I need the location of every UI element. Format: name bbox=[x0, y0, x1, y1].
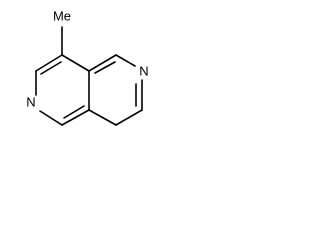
chemical-structure-diagram: Me N N bbox=[26, 8, 149, 126]
ring-bond-c7-c8 bbox=[115, 109, 143, 126]
ring-bond-c1-c8a-inner bbox=[63, 105, 85, 119]
nitrogen-label-left: N bbox=[26, 94, 35, 109]
ring-bond-c4-c4a bbox=[61, 54, 90, 72]
ring-bond-c4-c3-inner bbox=[40, 61, 62, 75]
ring-bond-c1-c8a bbox=[61, 109, 90, 126]
ring-bond-n2-c1 bbox=[39, 110, 63, 126]
ring-bond-c8-c8a bbox=[88, 109, 117, 126]
methyl-label: Me bbox=[53, 8, 71, 23]
ring-bond-c4a-c5-inner bbox=[94, 61, 116, 74]
ring-bond-c4a-c5 bbox=[88, 54, 117, 72]
nitrogen-label-right: N bbox=[139, 63, 148, 78]
ring-bond-c5-n6 bbox=[115, 54, 136, 67]
structure-canvas: Me N N bbox=[0, 0, 169, 153]
ring-bond-c4-c3 bbox=[35, 54, 63, 72]
